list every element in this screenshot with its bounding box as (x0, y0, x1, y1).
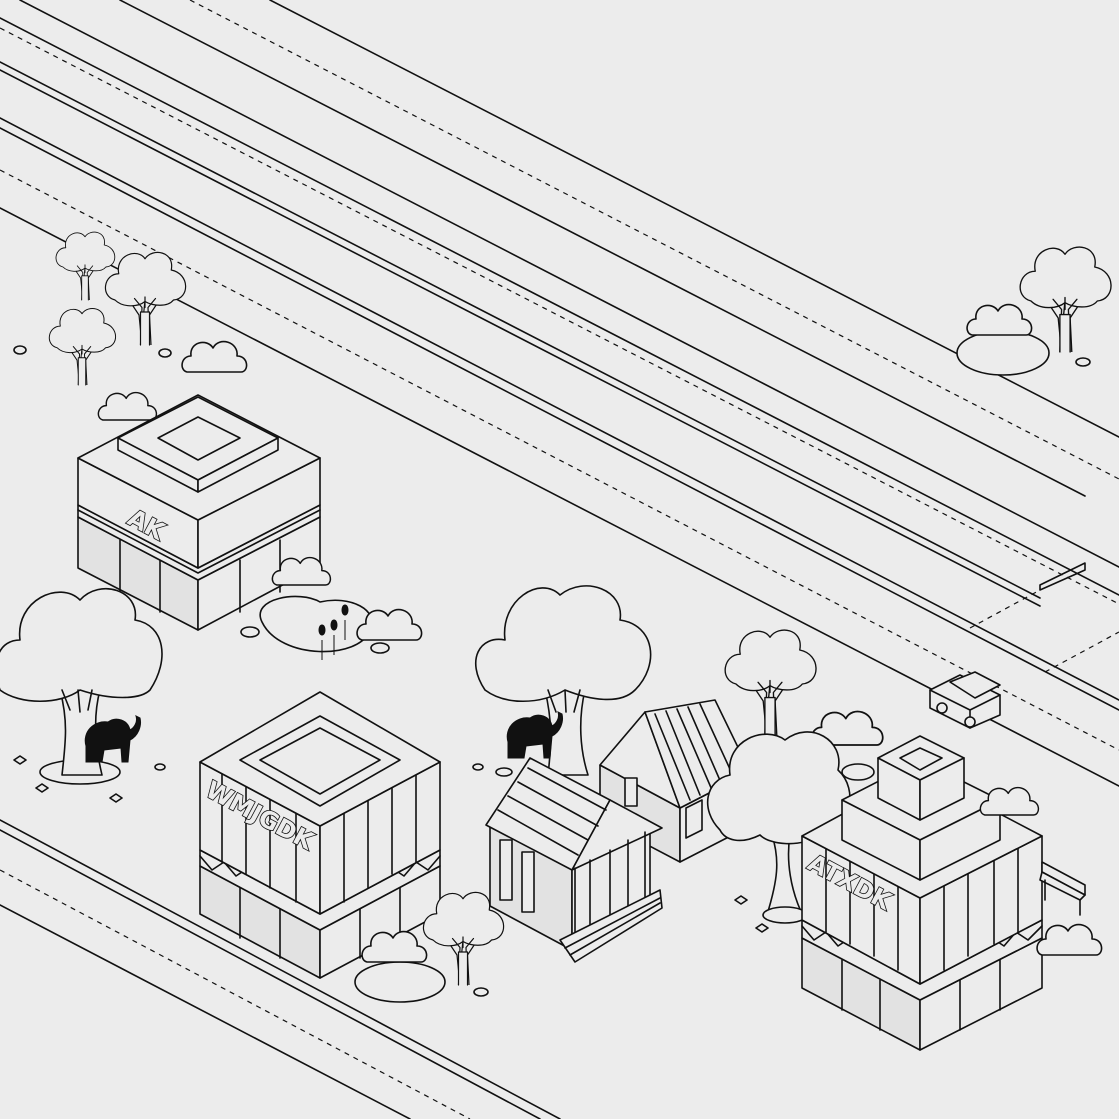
lower-road (0, 819, 561, 1119)
building-ak[interactable]: AK (77, 394, 321, 631)
highway (0, 0, 1119, 787)
temple[interactable] (485, 757, 663, 963)
tree-icon (48, 307, 117, 386)
bush-icon (966, 303, 1033, 336)
tree-icon (724, 629, 817, 736)
bench-icon (1039, 861, 1086, 916)
tree-icon (104, 251, 187, 346)
car-icon[interactable] (929, 671, 1001, 729)
tree-group-top-right (956, 246, 1112, 376)
building-atxdk[interactable]: ATXDK (801, 735, 1043, 1051)
bush-icon (181, 340, 248, 373)
tree-elephant-middle (472, 585, 652, 777)
bush-icon (1036, 923, 1103, 956)
bush-icon (97, 391, 158, 421)
tree-group-top-left (13, 231, 248, 421)
tree-group-bottom-center (354, 891, 505, 1003)
tree-elephant-left (0, 587, 166, 803)
pond (240, 556, 423, 660)
building-wmjgdk[interactable]: WMJGDK (199, 691, 441, 979)
bush-icon (979, 786, 1040, 816)
